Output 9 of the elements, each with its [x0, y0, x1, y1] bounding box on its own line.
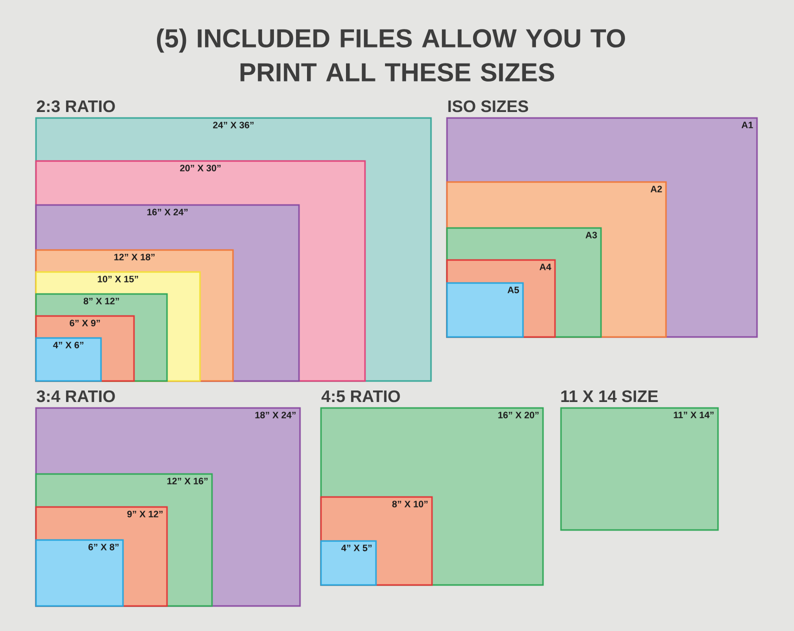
section-heading: 2:3 RATIO [36, 100, 115, 112]
section-heading: ISO SIZES [448, 100, 528, 112]
section-heading: 4:5 RATIO [322, 390, 400, 402]
size-rectangle: 4” X 5” [320, 540, 377, 586]
size-rectangle: 4” X 6” [35, 337, 102, 382]
size-rectangle: 11” X 14” [560, 407, 719, 531]
title: (5) INCLUDED FILES ALLOW YOU TO PRINT ALL THESE SIZES [156, 28, 625, 82]
size-rectangle: 6” X 8” [35, 539, 124, 607]
size-rectangle: A5 [446, 282, 524, 338]
